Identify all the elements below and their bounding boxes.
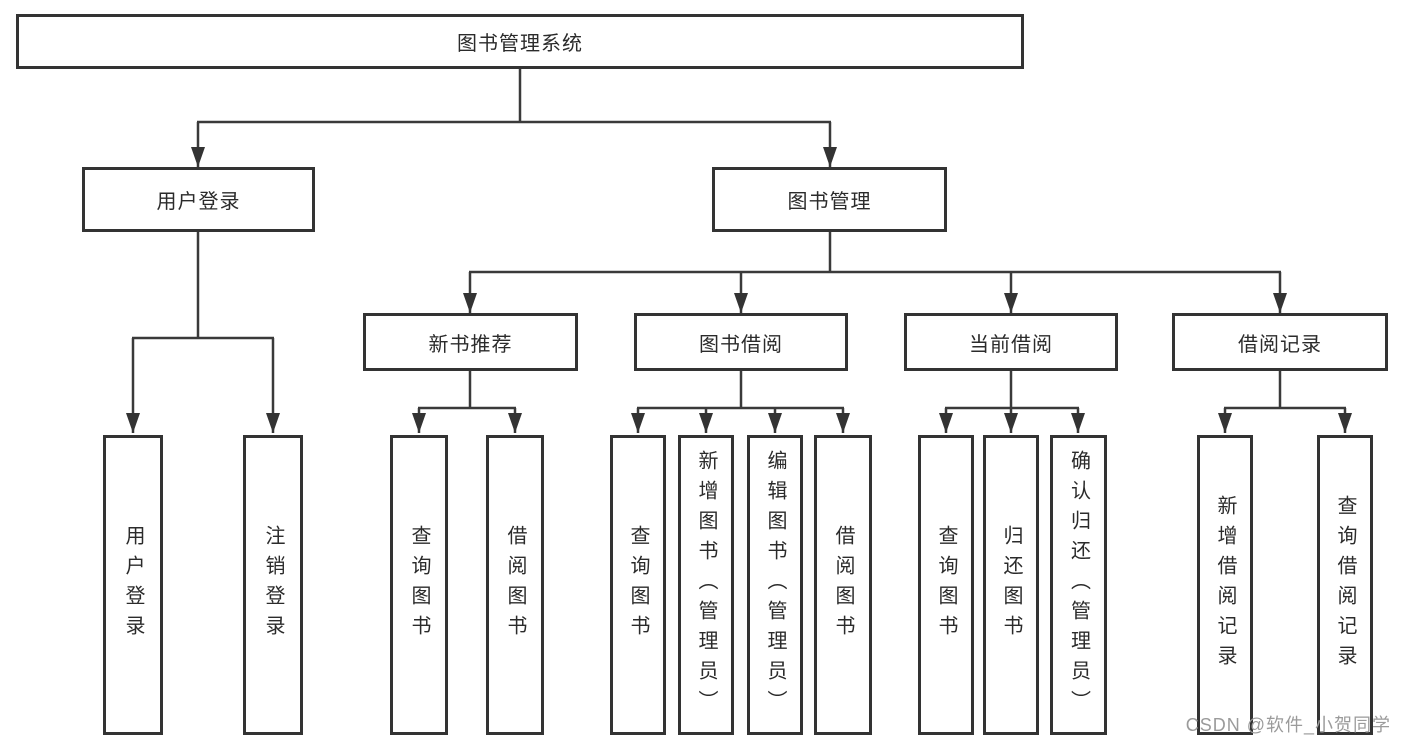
leaf-newrec-borrow-books: 借阅图书 [486, 435, 544, 735]
leaf-current-query-books-label: 查询图书 [935, 525, 957, 645]
csdn-watermark: CSDN @软件_小贺同学 [1185, 715, 1391, 735]
leaf-current-return-books: 归还图书 [983, 435, 1039, 735]
connector-new-book-rec-to-leaves [412, 371, 522, 433]
leaf-newrec-borrow-books-label: 借阅图书 [504, 525, 526, 645]
node-book-borrowing: 图书借阅 [634, 313, 848, 371]
leaf-current-confirm-return-admin-label: 确认归还（管理员） [1067, 450, 1090, 720]
node-book-management-label: 图书管理 [787, 191, 872, 213]
connector-book-mgmt-to-level3 [463, 232, 1287, 313]
node-current-borrowing-label: 当前借阅 [969, 333, 1053, 356]
leaf-newrec-query-books-label: 查询图书 [408, 525, 430, 645]
leaf-borrow-add-books-admin: 新增图书（管理员） [678, 435, 734, 735]
leaf-borrow-borrow-books: 借阅图书 [814, 435, 872, 735]
node-user-login: 用户登录 [82, 167, 315, 232]
connector-current-borrow-to-leaves [939, 371, 1085, 433]
leaf-borrow-add-books-admin-label: 新增图书（管理员） [695, 450, 717, 720]
leaf-borrow-query-books: 查询图书 [610, 435, 666, 735]
leaf-borrow-borrow-books-label: 借阅图书 [832, 525, 854, 645]
leaf-borrow-query-books-label: 查询图书 [627, 525, 649, 645]
leaf-user-login-label: 用户登录 [122, 525, 144, 645]
connector-borrow-records-to-leaves [1218, 371, 1352, 433]
node-current-borrowing: 当前借阅 [904, 313, 1118, 371]
leaf-records-query-record: 查询借阅记录 [1317, 435, 1373, 735]
connector-root-to-level2 [191, 69, 837, 167]
leaf-records-query-record-label: 查询借阅记录 [1334, 495, 1356, 675]
leaf-logout: 注销登录 [243, 435, 303, 735]
node-book-borrowing-label: 图书借阅 [699, 333, 783, 356]
leaf-current-return-books-label: 归还图书 [1000, 525, 1022, 645]
leaf-records-add-record: 新增借阅记录 [1197, 435, 1253, 735]
node-new-book-recommend-label: 新书推荐 [428, 333, 513, 356]
node-borrowing-records: 借阅记录 [1172, 313, 1388, 371]
node-borrowing-records-label: 借阅记录 [1238, 333, 1322, 356]
leaf-borrow-edit-books-admin-label: 编辑图书（管理员） [764, 450, 786, 720]
connector-book-borrow-to-leaves [631, 371, 850, 433]
node-user-login-label: 用户登录 [156, 191, 241, 213]
leaf-records-add-record-label: 新增借阅记录 [1214, 495, 1236, 675]
node-library-management-system: 图书管理系统 [16, 14, 1024, 69]
node-library-management-system-label: 图书管理系统 [457, 33, 583, 55]
leaf-current-confirm-return-admin: 确认归还（管理员） [1050, 435, 1107, 735]
node-new-book-recommend: 新书推荐 [363, 313, 578, 371]
node-book-management: 图书管理 [712, 167, 947, 232]
leaf-borrow-edit-books-admin: 编辑图书（管理员） [747, 435, 803, 735]
leaf-logout-label: 注销登录 [262, 525, 284, 645]
leaf-current-query-books: 查询图书 [918, 435, 974, 735]
leaf-newrec-query-books: 查询图书 [390, 435, 448, 735]
connector-user-login-to-leaves [126, 232, 280, 433]
leaf-user-login: 用户登录 [103, 435, 163, 735]
